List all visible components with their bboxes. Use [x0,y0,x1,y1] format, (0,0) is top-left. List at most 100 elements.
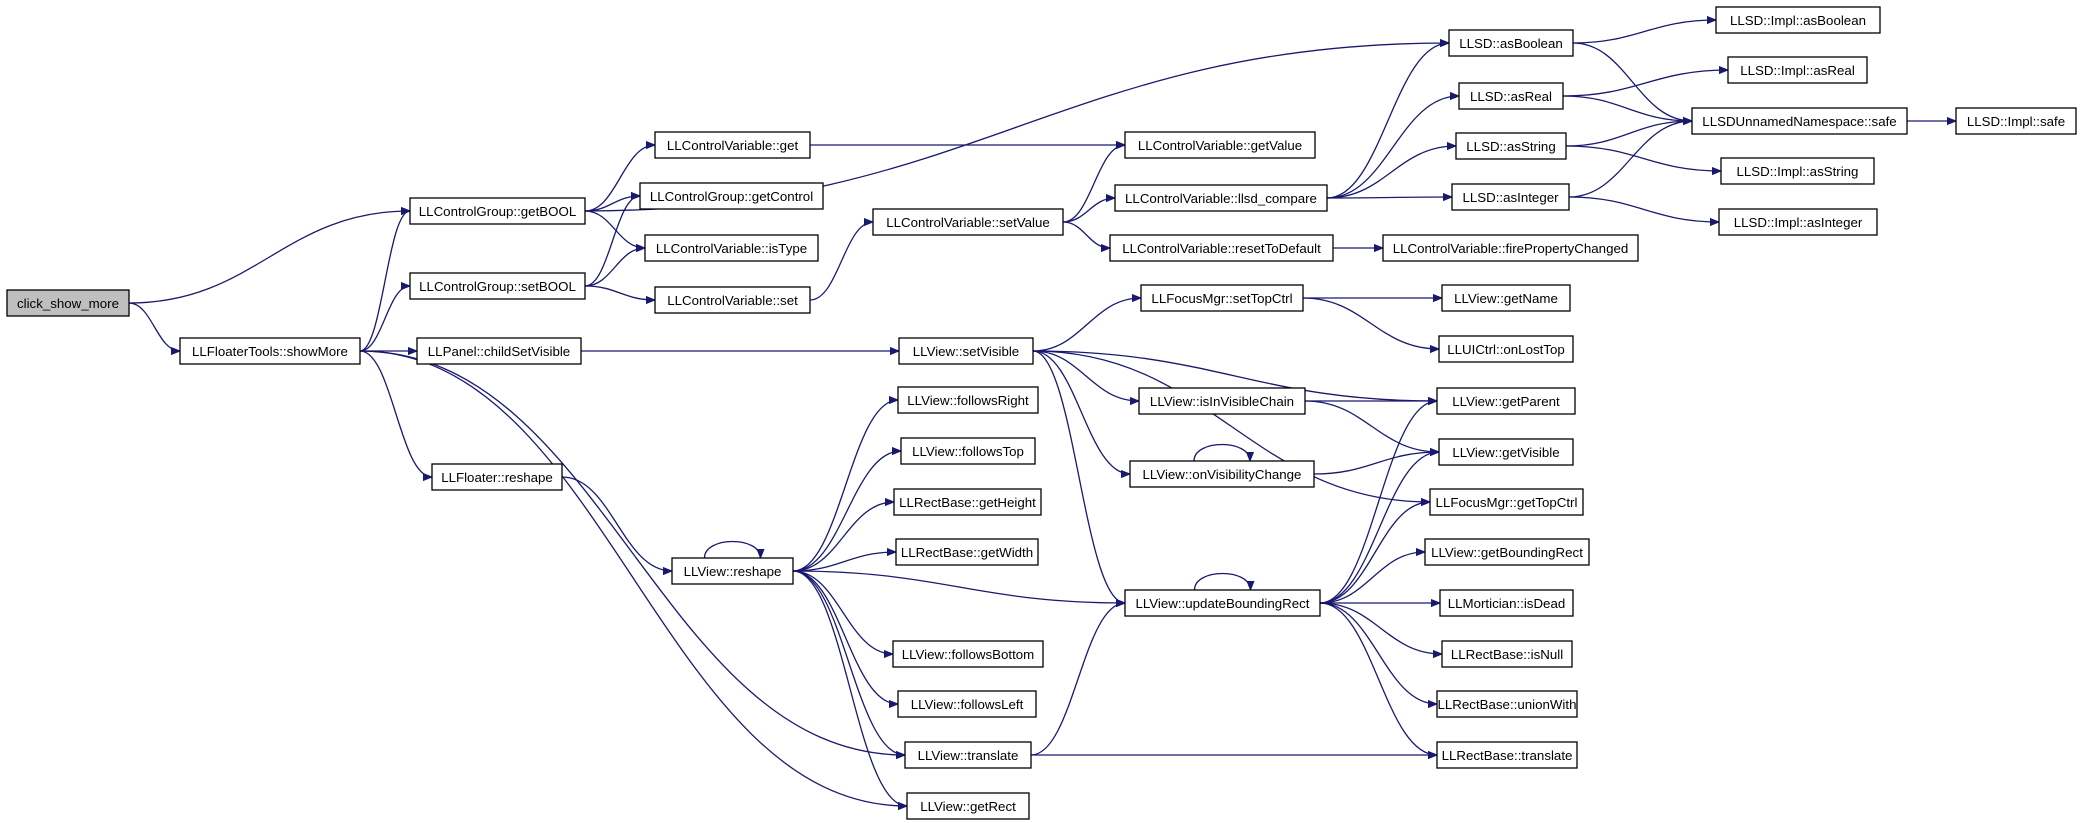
node-childsetvisible[interactable]: LLPanel::childSetVisible [416,337,582,365]
node-box [1441,284,1571,312]
node-label: LLView::getBoundingRect [1431,545,1583,560]
node-resettodefault[interactable]: LLControlVariable::resetToDefault [1109,234,1334,262]
node-followsright[interactable]: LLView::followsRight [897,386,1039,414]
node-gettopctrl[interactable]: LLFocusMgr::getTopCtrl [1429,488,1584,516]
edge-showmore-to-v-translate [359,350,905,755]
node-followsbottom[interactable]: LLView::followsBottom [892,640,1044,668]
node-setvisible[interactable]: LLView::setVisible [898,337,1034,365]
node-box [900,437,1036,465]
edge-v-reshape-to-getwidth [792,552,896,572]
edge-llsd-compare-to-asreal [1326,96,1459,199]
node-label: LLSD::asInteger [1462,190,1559,205]
node-box [639,182,824,210]
node-llsd-compare[interactable]: LLControlVariable::llsd_compare [1114,184,1328,212]
node-box [1458,82,1564,110]
edge-v-reshape-to-updateboundingrect [792,570,1125,603]
node-cv-set[interactable]: LLControlVariable::set [654,286,811,314]
node-box [1124,589,1321,617]
node-getboundingrect[interactable]: LLView::getBoundingRect [1424,538,1590,566]
node-box [904,741,1032,769]
node-label: LLControlVariable::get [667,138,799,153]
edge-updateboundingrect-to-unionwith [1319,602,1437,704]
node-r-translate[interactable]: LLRectBase::translate [1436,741,1578,769]
node-isdead[interactable]: LLMortician::isDead [1439,589,1574,617]
node-settopctrl[interactable]: LLFocusMgr::setTopCtrl [1140,284,1304,312]
node-box [1451,183,1570,211]
node-getname[interactable]: LLView::getName [1441,284,1571,312]
edge-setvisible-to-updateboundingrect [1032,350,1126,603]
edge-v-reshape-to-followstop [792,451,901,572]
node-box [1439,589,1574,617]
node-impl-asreal[interactable]: LLSD::Impl::asReal [1727,56,1868,84]
node-safe[interactable]: LLSDUnnamedNamespace::safe [1691,107,1908,135]
edge-setbool-to-cv-set [584,285,655,300]
node-setbool[interactable]: LLControlGroup::setBOOL [409,272,586,300]
node-istype[interactable]: LLControlVariable::isType [644,234,819,262]
node-getvalue[interactable]: LLControlVariable::getValue [1124,131,1316,159]
edge-setvisible-to-onvisibilitychange [1032,350,1130,474]
node-box [897,386,1039,414]
node-label: LLView::isInVisibleChain [1150,394,1294,409]
edge-v-reshape-to-v-translate [792,570,905,755]
node-v-translate[interactable]: LLView::translate [904,741,1032,769]
node-impl-asstring[interactable]: LLSD::Impl::asString [1720,157,1875,185]
node-box [895,538,1039,566]
node-asreal[interactable]: LLSD::asReal [1458,82,1564,110]
node-updateboundingrect[interactable]: LLView::updateBoundingRect [1124,589,1321,617]
node-fl-reshape[interactable]: LLFloater::reshape [431,463,563,491]
node-box [1691,107,1908,135]
node-box [1138,387,1306,415]
node-followstop[interactable]: LLView::followsTop [900,437,1036,465]
node-isnull[interactable]: LLRectBase::isNull [1441,640,1573,668]
node-asinteger[interactable]: LLSD::asInteger [1451,183,1570,211]
node-onvisibilitychange[interactable]: LLView::onVisibilityChange [1129,460,1315,488]
edge-asboolean-to-impl-asboolean [1572,20,1716,44]
node-firepropertychanged[interactable]: LLControlVariable::firePropertyChanged [1382,234,1639,262]
node-label: LLView::followsRight [907,393,1029,408]
node-label: LLControlVariable::firePropertyChanged [1393,241,1629,256]
node-impl-safe[interactable]: LLSD::Impl::safe [1955,107,2077,135]
node-unionwith[interactable]: LLRectBase::unionWith [1436,690,1578,718]
node-label: LLSD::Impl::asString [1737,164,1859,179]
node-v-reshape[interactable]: LLView::reshape [671,557,794,585]
node-click-show-more[interactable]: click_show_more [6,289,130,317]
node-label: LLControlGroup::getBOOL [419,204,576,219]
node-getvisible[interactable]: LLView::getVisible [1438,438,1574,466]
node-label: LLSD::asString [1466,139,1555,154]
node-followsleft[interactable]: LLView::followsLeft [897,690,1037,718]
node-getwidth[interactable]: LLRectBase::getWidth [895,538,1039,566]
node-getparent[interactable]: LLView::getParent [1436,387,1576,415]
node-cv-get[interactable]: LLControlVariable::get [654,131,811,159]
node-asboolean[interactable]: LLSD::asBoolean [1448,29,1574,57]
node-setvalue[interactable]: LLControlVariable::setValue [872,208,1064,236]
node-box [1448,29,1574,57]
edge-settopctrl-to-onlosttop [1302,297,1439,349]
node-impl-asinteger[interactable]: LLSD::Impl::asInteger [1718,208,1878,236]
edge-onvisibilitychange-to-onvisibilitychange [1193,443,1250,462]
node-box [409,272,586,300]
node-asstring[interactable]: LLSD::asString [1455,132,1567,160]
node-getbool[interactable]: LLControlGroup::getBOOL [409,197,586,225]
node-label: LLFloater::reshape [441,470,553,485]
node-getcontrol[interactable]: LLControlGroup::getControl [639,182,824,210]
edge-setbool-to-istype [584,248,646,287]
edge-asinteger-to-impl-asinteger [1568,196,1719,222]
edge-v-reshape-to-followsright [792,400,898,572]
node-showmore[interactable]: LLFloaterTools::showMore [179,337,361,365]
node-box [1438,335,1574,363]
node-onlosttop[interactable]: LLUICtrl::onLostTop [1438,335,1574,363]
node-box [409,197,586,225]
edge-v-translate-to-updateboundingrect [1030,603,1126,756]
node-label: LLView::translate [918,748,1019,763]
node-label: LLControlGroup::setBOOL [419,279,576,294]
node-getrect[interactable]: LLView::getRect [906,792,1030,820]
node-box [872,208,1064,236]
edge-asstring-to-safe [1565,121,1692,147]
node-box [1129,460,1315,488]
node-isinvisiblechain[interactable]: LLView::isInVisibleChain [1138,387,1306,415]
edge-v-reshape-to-getheight [792,502,894,572]
node-impl-asboolean[interactable]: LLSD::Impl::asBoolean [1715,6,1881,34]
node-box [1124,131,1316,159]
node-label: LLView::followsBottom [902,647,1035,662]
node-getheight[interactable]: LLRectBase::getHeight [893,488,1042,516]
